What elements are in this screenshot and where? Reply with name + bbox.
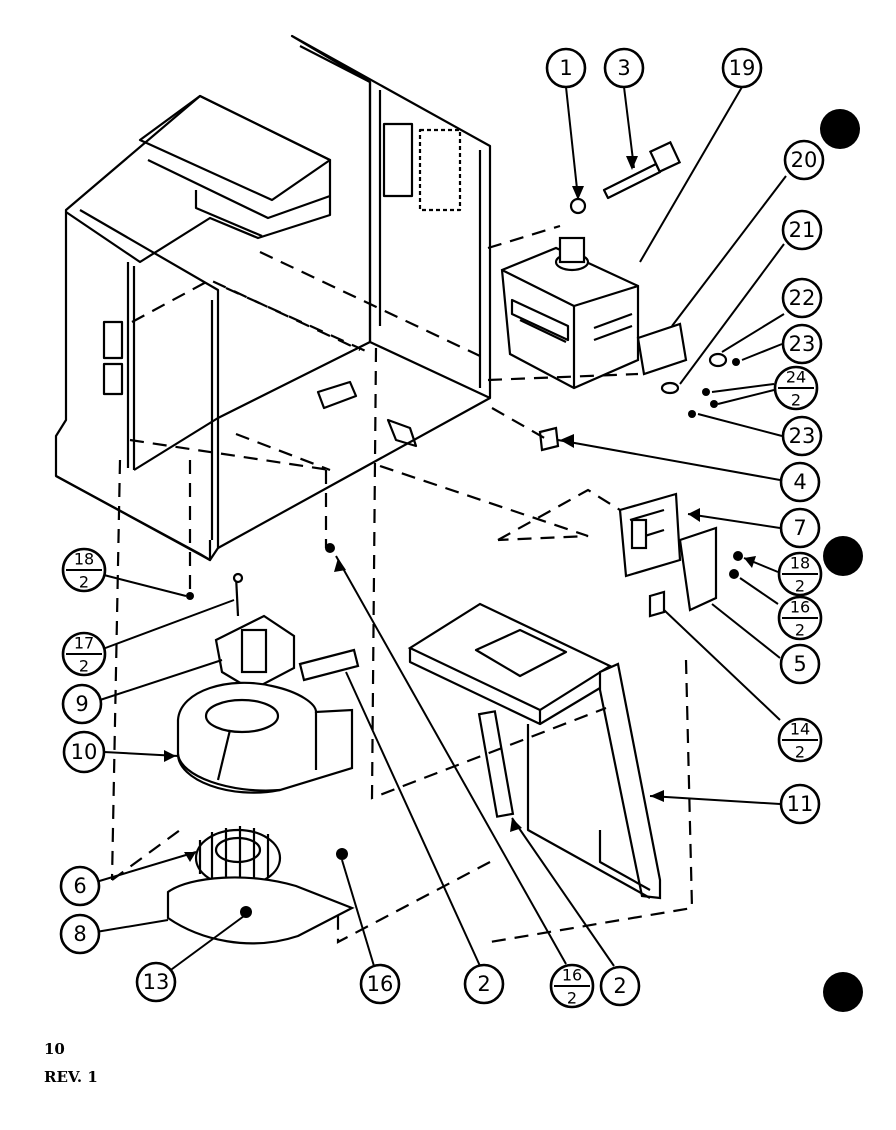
cabinet-chassis xyxy=(54,34,492,562)
page-number: 10 xyxy=(44,1040,65,1058)
leader-lines xyxy=(95,86,787,973)
part-9-fan-motor xyxy=(214,572,296,692)
leader-arrowheads xyxy=(164,156,756,862)
svg-text:20: 20 xyxy=(791,148,818,172)
revision-label: REV. 1 xyxy=(44,1068,98,1086)
part-8-fan-plate xyxy=(166,876,355,945)
svg-text:1: 1 xyxy=(559,56,572,80)
svg-text:18: 18 xyxy=(74,550,94,569)
part-18-screw xyxy=(186,592,194,600)
callout-6: 6 xyxy=(59,865,101,907)
svg-text:8: 8 xyxy=(73,922,86,946)
callout-8: 8 xyxy=(59,913,101,955)
callout-9: 9 xyxy=(61,683,103,725)
svg-text:6: 6 xyxy=(73,874,86,898)
callout-5: 5 xyxy=(779,643,821,685)
svg-text:2: 2 xyxy=(795,577,805,596)
callout-19: 19 xyxy=(721,47,763,89)
callout-2-a: 2 xyxy=(463,963,505,1005)
callout-22: 22 xyxy=(781,277,823,319)
svg-text:4: 4 xyxy=(793,470,806,494)
part-3-probe xyxy=(602,140,682,200)
part-24-screw-b xyxy=(710,400,718,408)
part-24-screw-a xyxy=(702,388,710,396)
callout-3: 3 xyxy=(603,47,645,89)
registration-mark-top xyxy=(820,109,860,149)
part-16-screw xyxy=(336,848,348,860)
callout-20: 20 xyxy=(783,139,825,181)
callout-7: 7 xyxy=(779,507,821,549)
callout-23-bottom: 23 xyxy=(781,415,823,457)
svg-text:2: 2 xyxy=(79,573,89,592)
part-2-bracket-small xyxy=(298,648,360,682)
svg-text:10: 10 xyxy=(71,740,98,764)
callout-18-qty-2-right: 182 xyxy=(777,551,823,597)
svg-text:22: 22 xyxy=(789,286,816,310)
callout-23-top: 23 xyxy=(781,323,823,365)
svg-text:21: 21 xyxy=(789,218,816,242)
part-23-screw-bottom xyxy=(688,410,696,418)
part-4-clip xyxy=(538,426,560,452)
svg-text:11: 11 xyxy=(787,792,814,816)
callout-16-qty-2-right: 162 xyxy=(777,595,823,641)
part-22-nut xyxy=(708,352,728,368)
callout-21: 21 xyxy=(781,209,823,251)
callout-1: 1 xyxy=(545,47,587,89)
callout-4: 4 xyxy=(779,461,821,503)
svg-text:24: 24 xyxy=(786,368,806,387)
part-10-fan-scroll xyxy=(176,681,354,794)
switch-bracket-assembly xyxy=(618,492,743,618)
svg-text:2: 2 xyxy=(567,989,577,1008)
callout-24-qty-2: 242 xyxy=(773,365,819,411)
part-21-washer xyxy=(660,381,680,395)
callout-16-bottom: 16 xyxy=(359,963,401,1005)
part-2-screw xyxy=(325,543,335,553)
svg-text:7: 7 xyxy=(793,516,806,540)
svg-text:23: 23 xyxy=(789,424,816,448)
svg-text:2: 2 xyxy=(795,621,805,640)
callout-10: 10 xyxy=(62,730,106,774)
assembly-dashed-lines xyxy=(110,224,694,944)
svg-text:23: 23 xyxy=(789,332,816,356)
svg-text:9: 9 xyxy=(75,692,88,716)
registration-mark-middle xyxy=(823,536,863,576)
svg-text:13: 13 xyxy=(143,970,170,994)
svg-text:2: 2 xyxy=(613,974,626,998)
registration-mark-bottom xyxy=(823,972,863,1012)
callout-13: 13 xyxy=(135,961,177,1003)
svg-text:17: 17 xyxy=(74,634,94,653)
callout-14-qty-2: 142 xyxy=(777,717,823,763)
svg-text:2: 2 xyxy=(791,391,801,410)
svg-text:16: 16 xyxy=(562,966,582,985)
svg-text:14: 14 xyxy=(790,720,810,739)
part-20-bracket xyxy=(636,322,688,376)
svg-text:18: 18 xyxy=(790,554,810,573)
callout-18-qty-2-left: 182 xyxy=(61,547,107,593)
callout-11: 11 xyxy=(779,783,821,825)
svg-text:2: 2 xyxy=(477,972,490,996)
callout-2-b: 2 xyxy=(599,965,641,1007)
part-23-screw-top xyxy=(732,358,740,366)
svg-text:5: 5 xyxy=(793,652,806,676)
callout-17-qty-2: 172 xyxy=(61,631,107,677)
svg-text:2: 2 xyxy=(795,743,805,762)
callout-16-qty-2-bottom: 162 xyxy=(549,963,595,1009)
svg-text:19: 19 xyxy=(729,56,756,80)
svg-text:16: 16 xyxy=(367,972,394,996)
svg-text:3: 3 xyxy=(617,56,630,80)
part-11-air-duct xyxy=(407,602,662,900)
part-1-cap xyxy=(569,197,587,215)
svg-text:2: 2 xyxy=(79,657,89,676)
svg-text:16: 16 xyxy=(790,598,810,617)
magnetron-assembly xyxy=(500,236,640,390)
